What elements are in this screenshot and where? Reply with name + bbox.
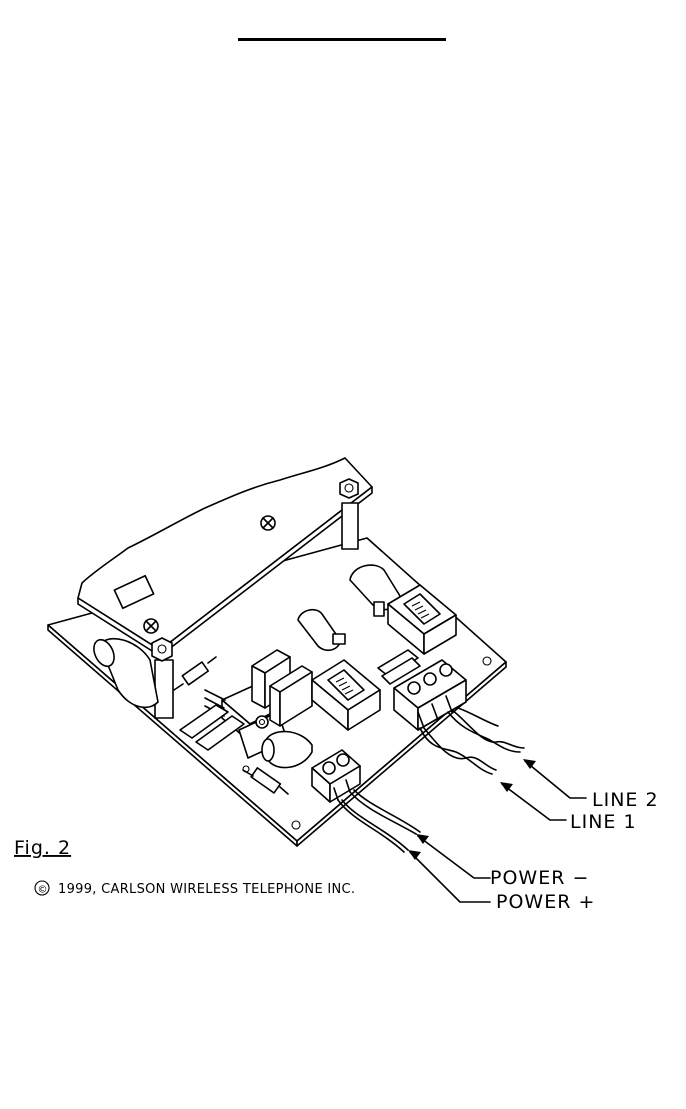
copyright-icon: [34, 880, 50, 896]
capacitor-large: [93, 637, 159, 709]
heatsink-pads: [179, 704, 245, 751]
mounting-hole: [291, 820, 301, 830]
rj-jack: [387, 584, 457, 655]
label-power-plus: POWER +: [496, 891, 595, 913]
crystal-oscillator: [297, 608, 346, 652]
relay-block: [251, 649, 313, 727]
screw-head: [143, 618, 159, 634]
resistor-bank: [377, 649, 421, 685]
figure-caption: Fig. 2: [14, 837, 71, 859]
resistor: [242, 767, 289, 795]
copyright-line: © 1999, CARLSON WIRELESS TELEPHONE INC.: [34, 880, 355, 897]
copyright-symbol: ©: [38, 885, 48, 896]
standoff-right: [339, 478, 359, 550]
rj-jack: [311, 659, 381, 731]
power-wires: [337, 789, 421, 853]
terminal-block-line: [393, 659, 467, 731]
callout-leaders: [408, 759, 587, 903]
label-line-1: LINE 1: [570, 811, 637, 833]
label-line-2: LINE 2: [592, 789, 659, 811]
copyright-text: 1999, CARLSON WIRELESS TELEPHONE INC.: [58, 882, 355, 897]
chip: [113, 574, 155, 610]
diode: [173, 656, 217, 691]
title-rule: [238, 38, 446, 41]
mounting-hole: [482, 656, 492, 666]
screw-head: [260, 515, 276, 531]
inductor: [261, 730, 313, 769]
standoff-left: [151, 637, 174, 719]
label-power-minus: POWER −: [490, 867, 589, 889]
terminal-block-power: [311, 749, 361, 803]
line-wires: [419, 707, 525, 775]
